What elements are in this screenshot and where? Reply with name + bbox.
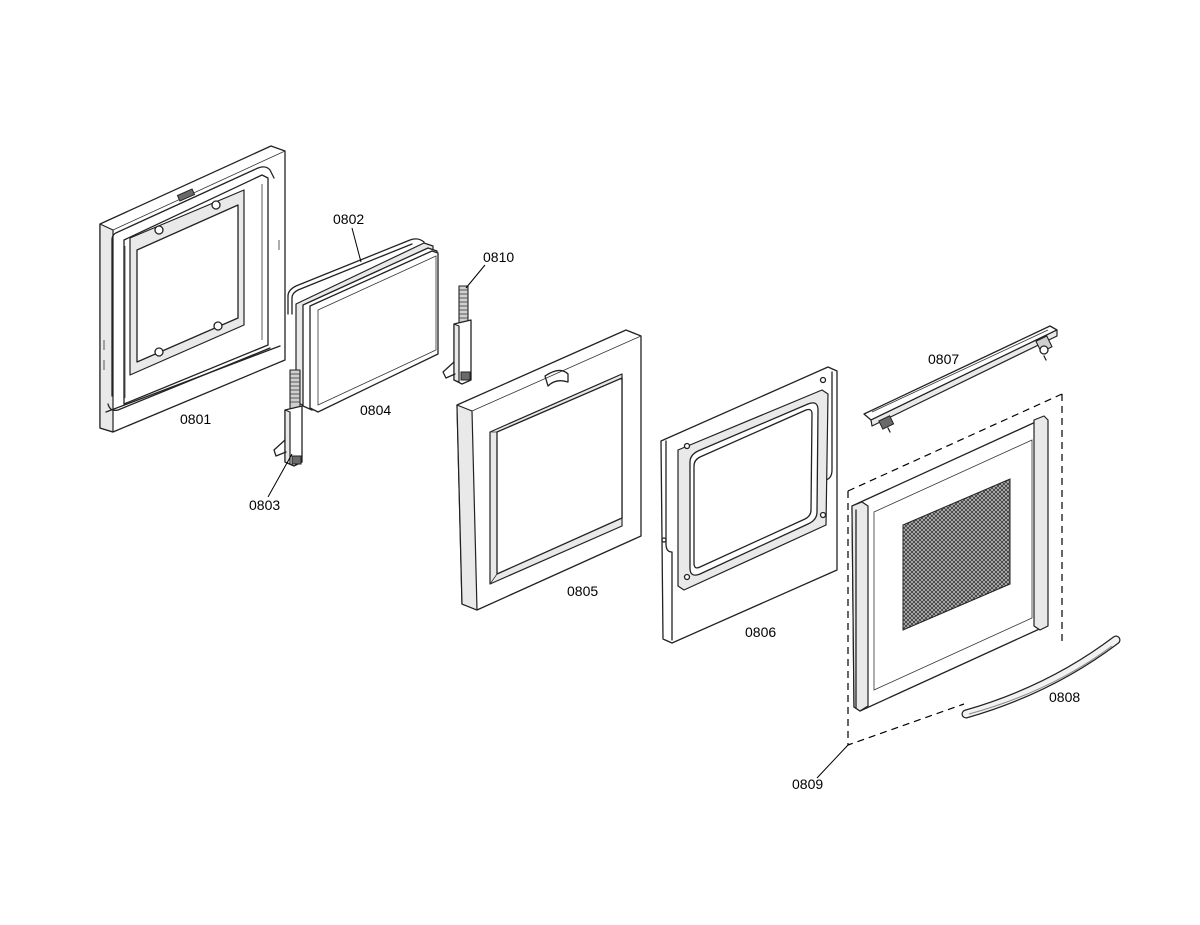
- label-0802: 0802: [333, 211, 364, 227]
- part-0810-hinge: [442, 285, 472, 385]
- label-0804: 0804: [360, 402, 391, 418]
- leader-0810: [465, 264, 486, 289]
- part-0802-glass-seal: [287, 238, 425, 315]
- label-0809: 0809: [792, 776, 823, 792]
- part-0806-door-liner: [660, 366, 838, 644]
- leader-lines: [267, 227, 849, 779]
- leader-0802: [351, 227, 362, 263]
- part-0803-hinge: [273, 369, 303, 467]
- part-0808-handle: [961, 635, 1121, 719]
- part-0809-outer-door: [847, 393, 1063, 746]
- part-0805-insulation: [456, 329, 642, 611]
- leader-0809: [816, 744, 849, 779]
- part-0801-inner-door-frame: [99, 145, 286, 433]
- part-0807-door-trim: [863, 325, 1058, 433]
- label-0803: 0803: [249, 497, 280, 513]
- part-0804-glass-pack: [295, 242, 439, 413]
- label-0805: 0805: [567, 583, 598, 599]
- leader-0803: [267, 453, 293, 498]
- label-0801: 0801: [180, 411, 211, 427]
- label-0806: 0806: [745, 624, 776, 640]
- label-0807: 0807: [928, 351, 959, 367]
- part-labels: 0801 0802 0803 0804 0805 0806 0807 0808 …: [180, 211, 1080, 792]
- label-0810: 0810: [483, 249, 514, 265]
- label-0808: 0808: [1049, 689, 1080, 705]
